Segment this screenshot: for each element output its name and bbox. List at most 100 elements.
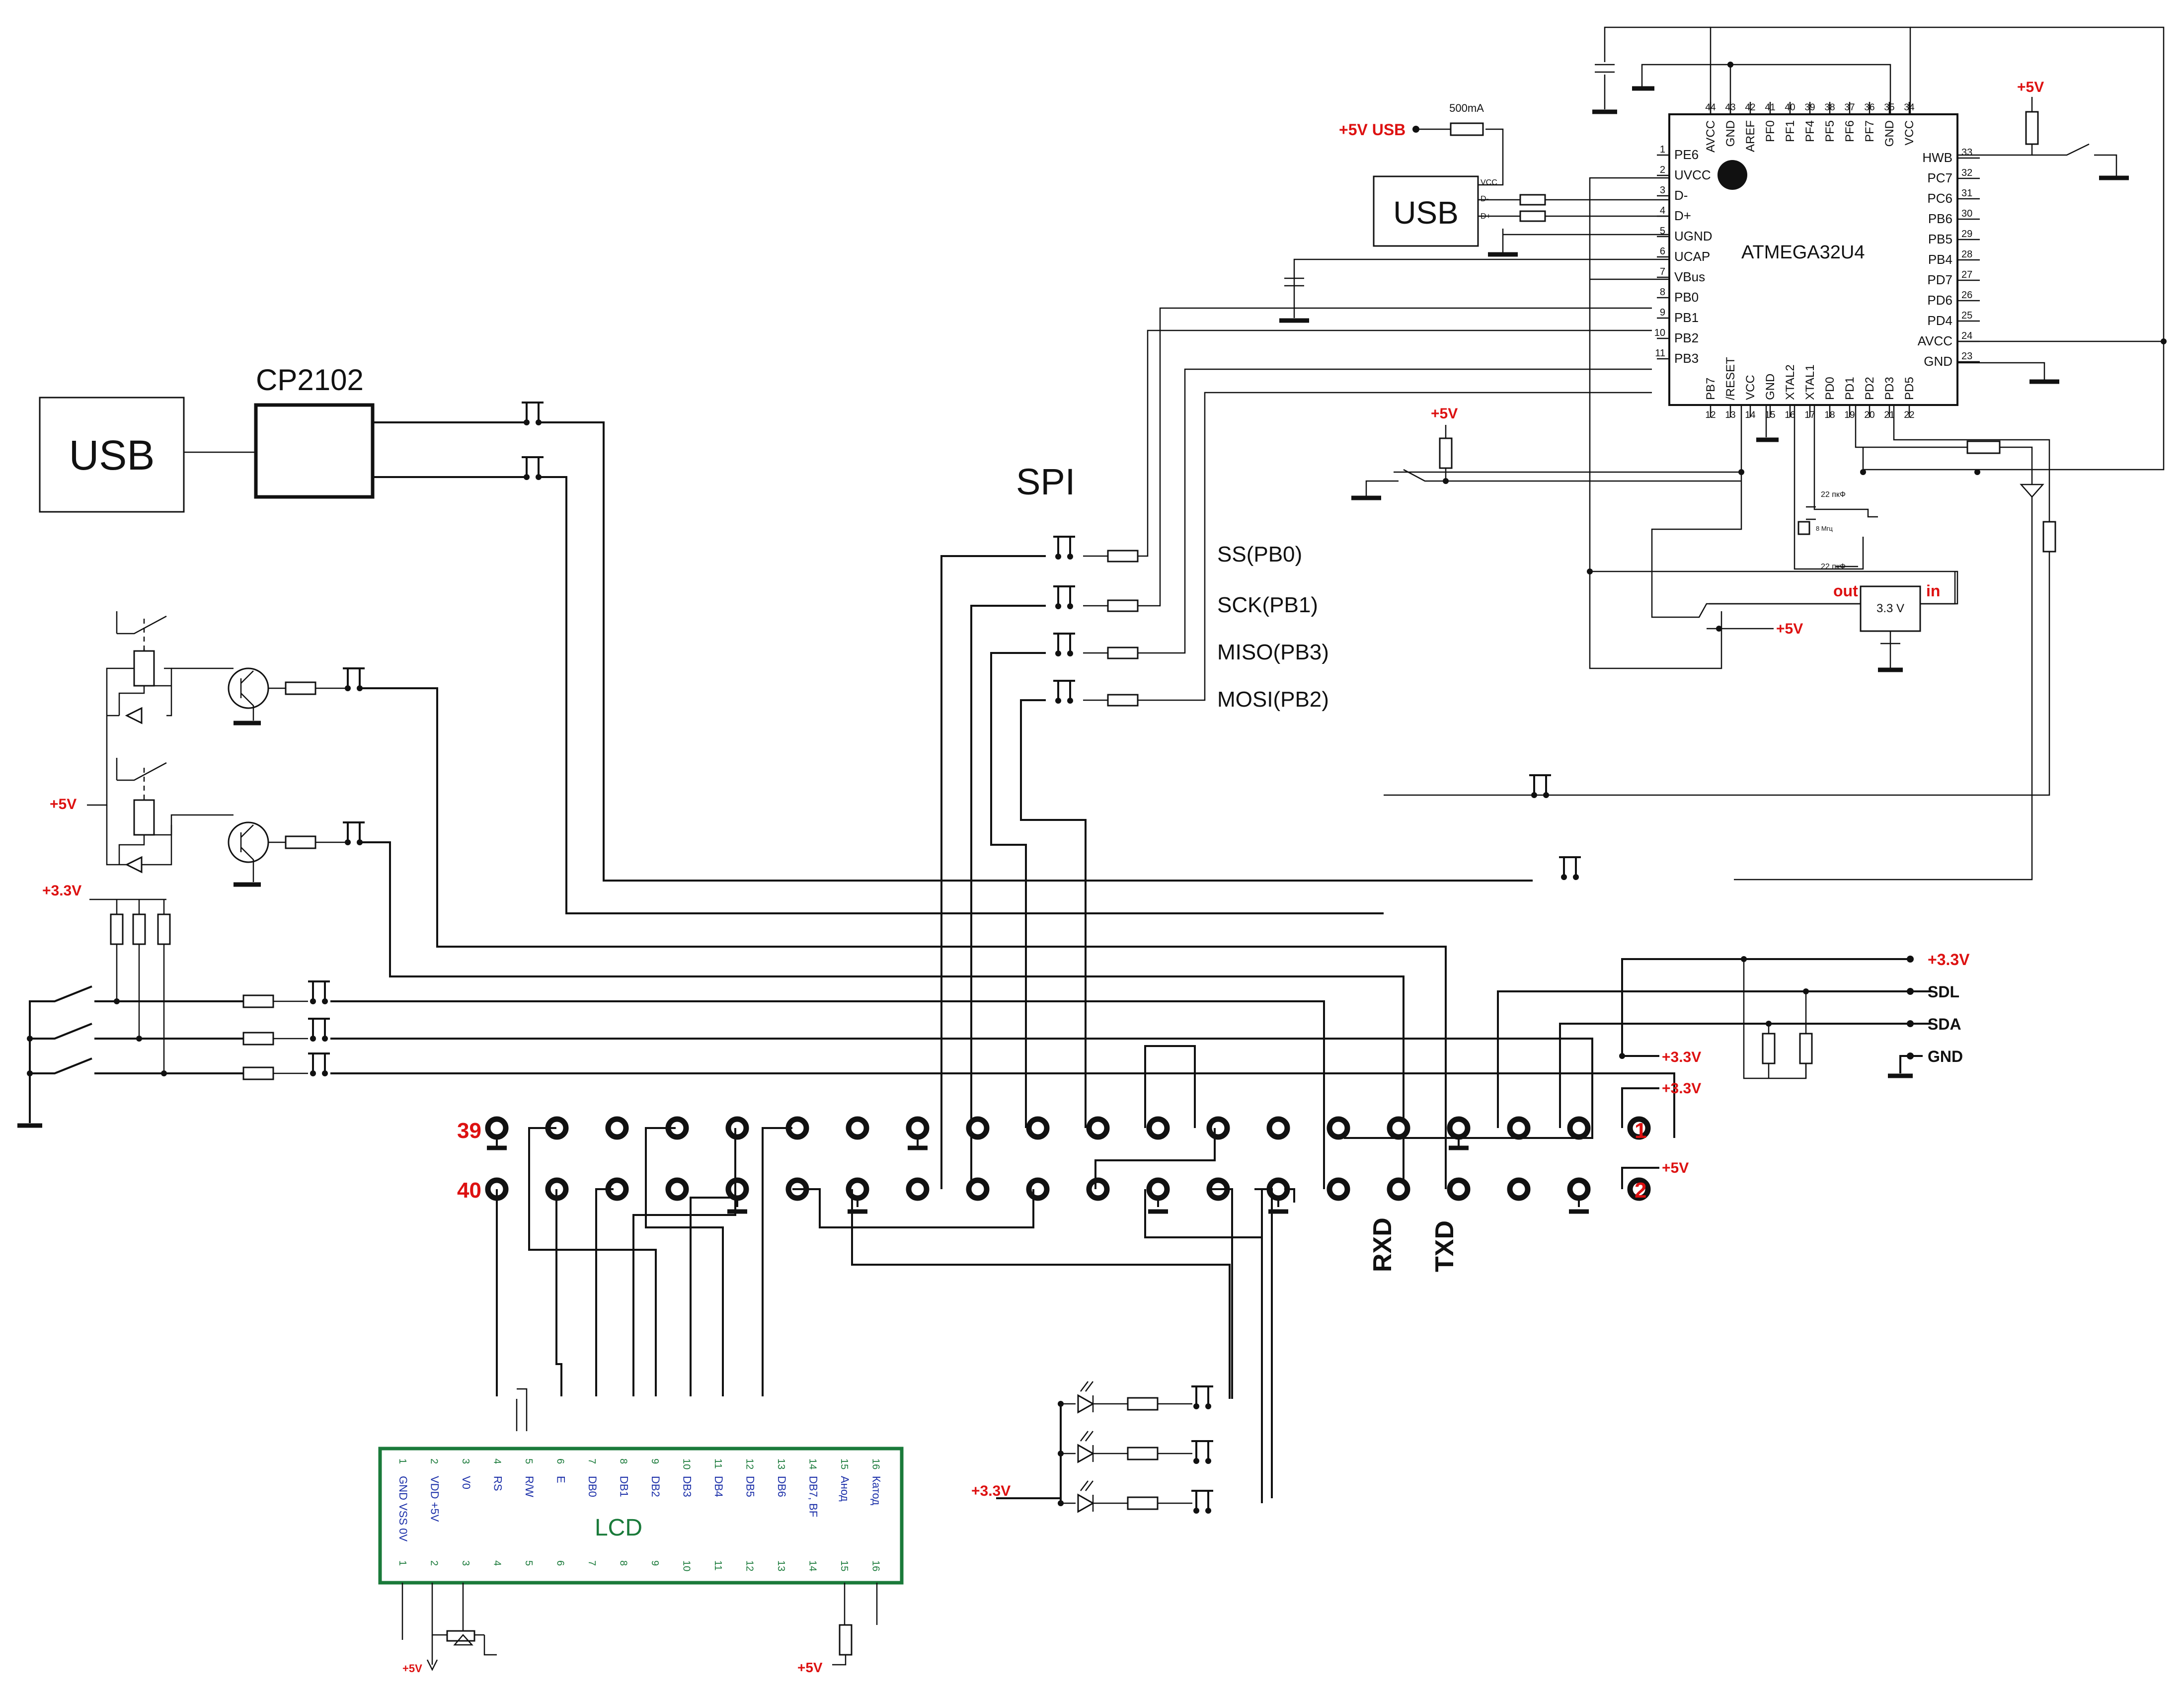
header-pin <box>665 1177 689 1201</box>
mcu-pin-name: PB7 <box>1704 378 1717 400</box>
lcd-pin-number: 7 <box>586 1458 597 1464</box>
lcd-pin-name: R/W <box>523 1476 536 1497</box>
lcd-pin-number: 4 <box>492 1560 503 1566</box>
jumper-link <box>1529 774 1551 798</box>
header-pin <box>906 1177 930 1201</box>
mcu-pin-number: 2 <box>1660 164 1665 175</box>
header-pin <box>1627 1177 1651 1201</box>
mcu-pin-number: 23 <box>1961 351 1972 362</box>
mcu-pin-number: 29 <box>1961 229 1972 240</box>
mcu-pin-number: 12 <box>1705 410 1716 420</box>
mcu-pin-number: 28 <box>1961 249 1972 260</box>
lcd-pin-name: DB0 <box>586 1476 599 1497</box>
mcu-pin-name: PB3 <box>1674 351 1699 366</box>
svg-text:+5V: +5V <box>1776 621 1803 637</box>
lcd-pin-number: 9 <box>649 1458 660 1464</box>
lcd-pin-number: 5 <box>523 1560 534 1566</box>
lcd-pin-number: 8 <box>618 1458 629 1464</box>
lcd-pin-number: 15 <box>839 1560 850 1571</box>
mcu-pin-number: 21 <box>1884 410 1894 420</box>
header-pin <box>1507 1116 1531 1140</box>
rxd-label: RXD <box>1368 1217 1397 1272</box>
mcu-pin-number: 1 <box>1660 144 1665 155</box>
lcd-pin-number: 12 <box>744 1458 755 1469</box>
jumper-link <box>1559 856 1581 880</box>
spi-mosi-label: MOSI(PB2) <box>1217 687 1329 712</box>
mcu-pin-name: UCAP <box>1674 249 1710 264</box>
mcu-pin-name: /RESET <box>1724 357 1737 400</box>
mcu-pin-number: 34 <box>1904 102 1915 113</box>
mcu-pin-name: PD1 <box>1843 377 1857 400</box>
jumper-link <box>522 456 544 480</box>
mcu-pin-number: 31 <box>1961 188 1972 199</box>
cp2102-label: CP2102 <box>256 363 364 397</box>
mcu-pin-name: PF4 <box>1803 120 1817 142</box>
header-pin <box>1086 1116 1110 1140</box>
header-pin <box>1206 1116 1230 1140</box>
svg-text:+3.3V: +3.3V <box>1662 1080 1701 1097</box>
header-pin <box>846 1177 869 1214</box>
header-pin <box>966 1116 990 1140</box>
mcu-pin-name: XTAL1 <box>1803 364 1817 400</box>
svg-text:+5V: +5V <box>2017 79 2044 95</box>
header-pin <box>1447 1177 1471 1201</box>
lcd-pin-name: DB4 <box>712 1476 725 1497</box>
relay-section: +5V <box>50 611 1447 1189</box>
mcu-pin-number: 10 <box>1654 327 1665 338</box>
mcu-pin-name: PB5 <box>1928 232 1952 246</box>
lcd-pin-number: 1 <box>397 1458 408 1464</box>
lcd-pin-number: 12 <box>744 1560 755 1571</box>
jumper-link <box>308 1052 330 1076</box>
mcu-pin-number: 35 <box>1884 102 1894 113</box>
header-pin <box>1387 1177 1410 1201</box>
mcu-pin-name: GND <box>1764 374 1777 400</box>
mcu-pin-number: 24 <box>1961 330 1972 341</box>
lcd-pin-number: 6 <box>555 1560 566 1566</box>
mcu-pin-bottom: 21 PD3 <box>1883 377 1896 420</box>
lcd-pin-name: DB3 <box>681 1476 694 1497</box>
mcu-pin-name: PB6 <box>1928 211 1952 226</box>
lcd-pin-number: 6 <box>555 1458 566 1464</box>
mcu-pin-number: 11 <box>1655 348 1665 359</box>
mcu-pin-name: VCC <box>1903 120 1916 146</box>
mcu-pin-name: PD3 <box>1883 377 1896 400</box>
lcd-pin-number: 13 <box>776 1560 786 1571</box>
spi-miso-label: MISO(PB3) <box>1217 640 1329 664</box>
mcu-pin-number: 33 <box>1961 147 1972 158</box>
reset-switch: +5V <box>1351 405 1741 500</box>
mcu-pin-number: 38 <box>1824 102 1835 113</box>
jumper-link <box>1053 680 1075 704</box>
header-pin <box>906 1116 930 1150</box>
svg-text:8 Mгц: 8 Mгц <box>1816 525 1833 532</box>
mcu-pin-name: VBus <box>1674 269 1705 284</box>
lcd-pin-name: RS <box>492 1476 504 1491</box>
spi-title: SPI <box>1016 461 1075 502</box>
mcu-pin-number: 3 <box>1660 185 1665 196</box>
mcu-pin-number: 41 <box>1765 102 1775 113</box>
header-pin <box>1086 1177 1110 1201</box>
mcu-pin-name: PC7 <box>1927 170 1952 185</box>
svg-text:+5V: +5V <box>1431 405 1458 422</box>
mcu-pin-number: 8 <box>1660 287 1665 298</box>
mcu-pin-bottom: 12 PB7 <box>1704 378 1717 420</box>
